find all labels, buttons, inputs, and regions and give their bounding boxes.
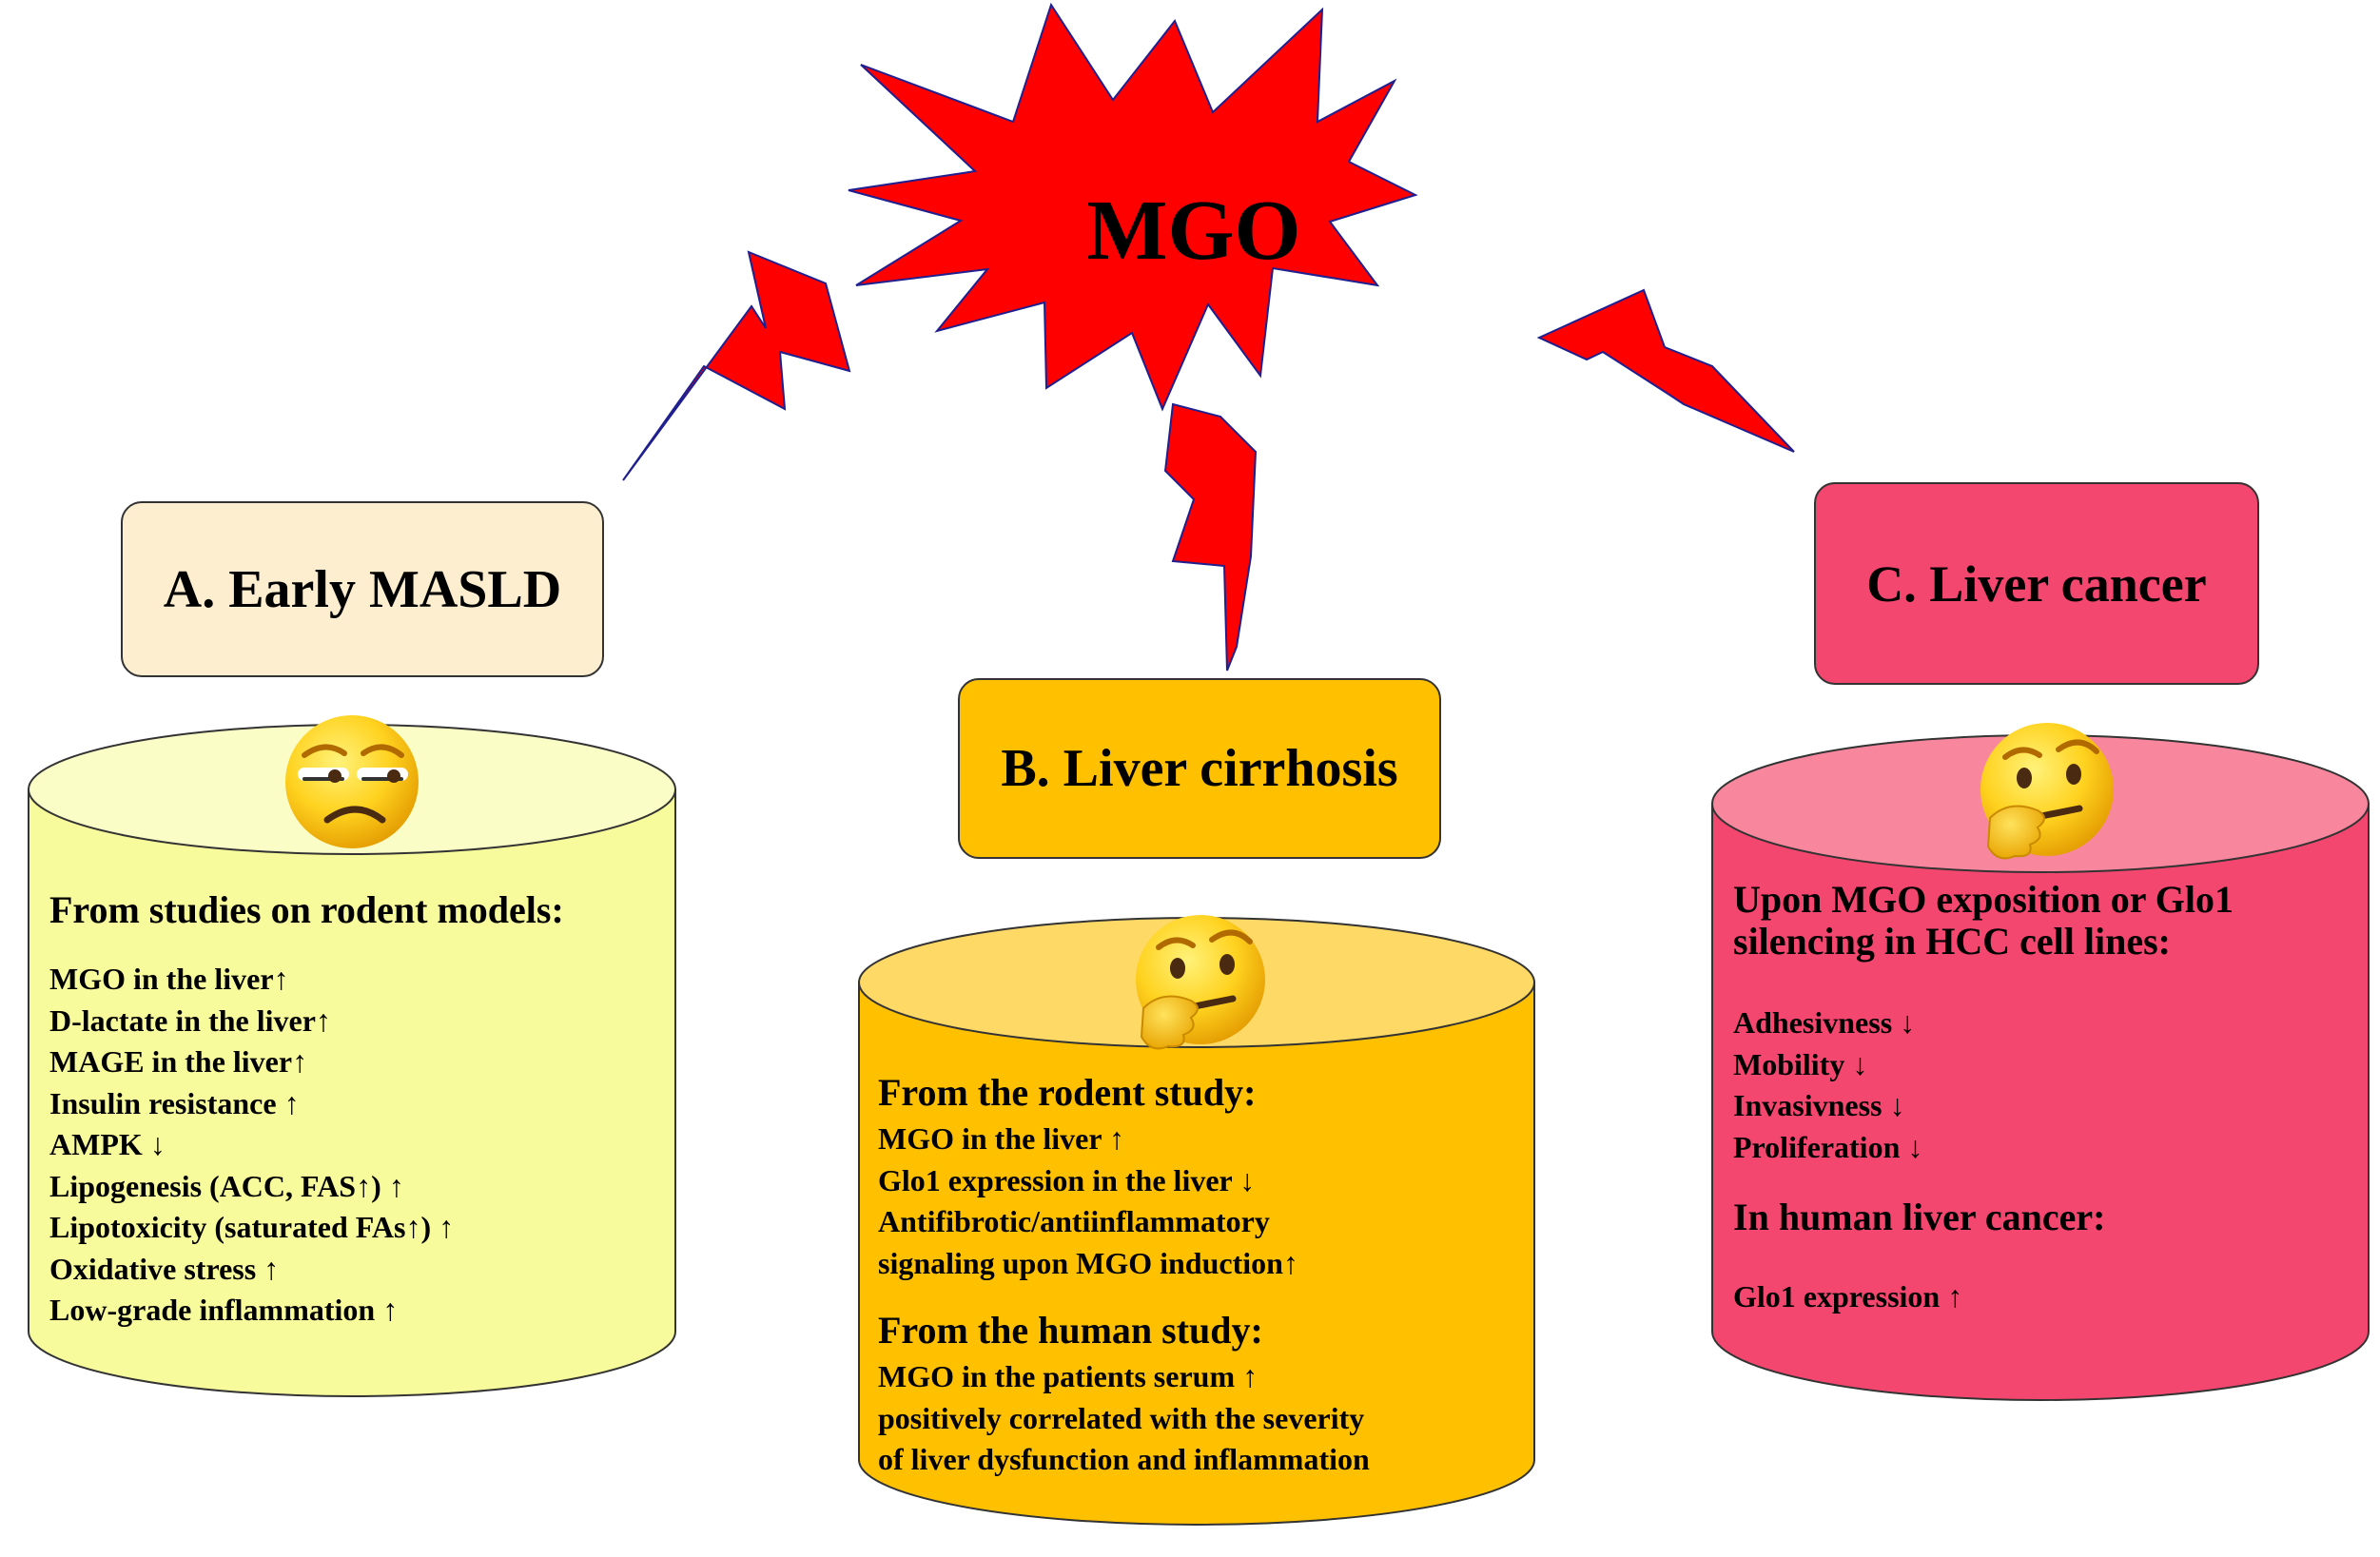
panel-c-content: Upon MGO exposition or Glo1 silencing in… [1733,879,2361,1318]
lightning-bolt-left-icon [622,250,851,481]
list-item: MAGE in the liver↑ [49,1044,308,1079]
list-item: AMPK ↓ [49,1127,166,1161]
lightning-bolt-right-icon [1536,288,1795,453]
panel-c-title: C. Liver cancer [1866,555,2207,613]
list-item: Proliferation ↓ [1733,1129,1923,1164]
list-item: Invasivness ↓ [1733,1088,1905,1122]
list-item: MGO in the liver↑ [49,962,289,996]
panel-c-title-box: C. Liver cancer [1814,482,2259,685]
list-item: D-lactate in the liver↑ [49,1002,331,1038]
list-item: Glo1 expression ↑ [1733,1279,1963,1314]
mgo-starburst [848,2,1418,412]
cylinder-b-body [858,982,1535,1526]
panel-b-human-heading: From the human study: [878,1309,1263,1352]
panel-b-title-box: B. Liver cirrhosis [958,678,1441,859]
panel-a-content: From studies on rodent models: MGO in th… [49,886,658,1332]
panel-c-heading-line2: silencing in HCC cell lines: [1733,920,2171,963]
list-item: Mobility ↓ [1733,1046,1868,1081]
list-item: Insulin resistance ↑ [49,1085,300,1120]
list-item: Glo1 expression in the liver ↓ [878,1162,1256,1197]
list-item: MGO in the liver ↑ [878,1121,1124,1156]
list-item: signaling upon MGO induction↑ [878,1245,1298,1280]
panel-b-content: From the rodent study: MGO in the liver … [878,1069,1525,1481]
thinking-face-icon [1980,723,2114,860]
cylinder-c-body [1711,803,2370,1401]
panel-a-title: A. Early MASLD [163,559,562,619]
list-item: Adhesivness ↓ [1733,1005,1916,1040]
list-item: Lipotoxicity (saturated FAs↑) ↑ [49,1210,455,1244]
cylinder-a-body [28,788,676,1397]
cylinder-b [858,917,1535,1526]
unamused-face-icon [285,715,419,848]
list-item: MGO in the patients serum ↑ [878,1359,1258,1393]
panel-c-heading-line1: Upon MGO exposition or Glo1 [1733,878,2234,921]
list-item: of liver dysfunction and inflammation [878,1442,1370,1476]
list-item: Oxidative stress ↑ [49,1251,280,1286]
thinking-face-icon [1136,915,1265,1050]
panel-b-rodent-heading: From the rodent study: [878,1071,1257,1114]
list-item: Low-grade inflammation ↑ [49,1293,399,1327]
panel-b-title: B. Liver cirrhosis [1001,739,1398,798]
list-item: Lipogenesis (ACC, FAS↑) ↑ [49,1168,404,1203]
mgo-label: MGO [1087,184,1301,278]
list-item: positively correlated with the severity [878,1400,1365,1435]
cylinder-a [28,724,676,1397]
panel-a-title-box: A. Early MASLD [121,501,604,677]
panel-c-human-heading: In human liver cancer: [1733,1196,2106,1238]
lightning-bolt-center-icon [1163,402,1258,671]
list-item: Antifibrotic/antiinflammatory [878,1204,1270,1238]
panel-a-heading: From studies on rodent models: [49,888,564,931]
